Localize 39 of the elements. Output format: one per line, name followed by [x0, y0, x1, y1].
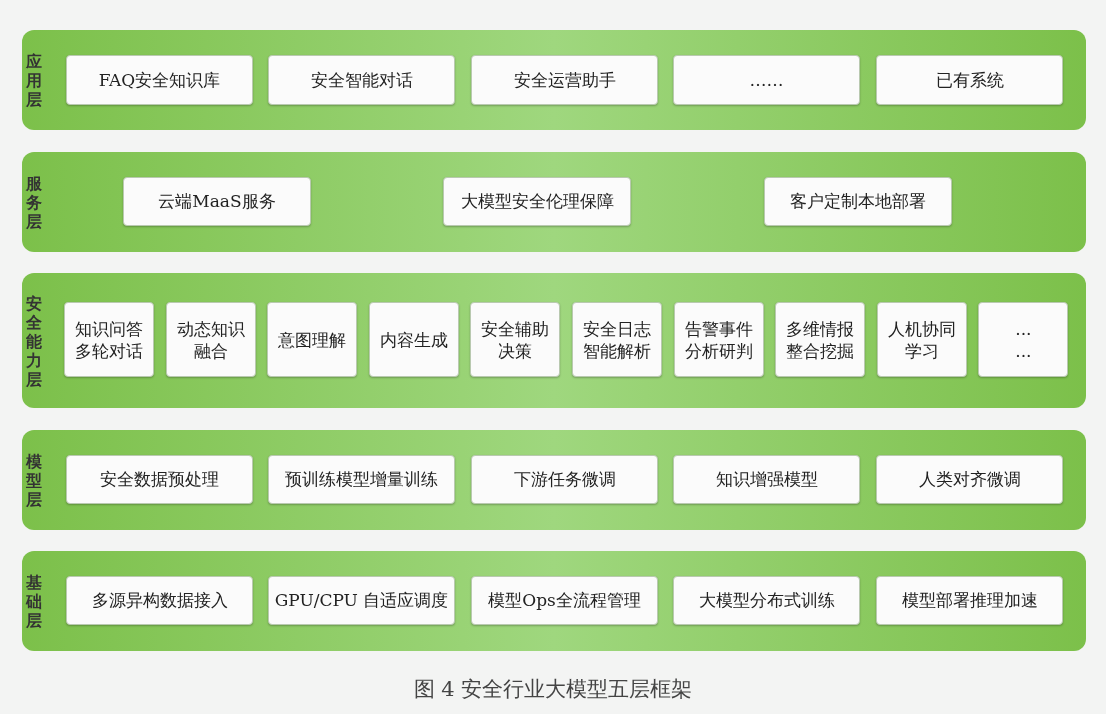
layer-label: 服务层: [25, 173, 42, 231]
module-box: 安全运营助手: [471, 55, 658, 105]
module-box: 人机协同学习: [876, 302, 967, 377]
module-box: 知识问答多轮对话: [64, 302, 154, 377]
module-box: 安全日志智能解析: [572, 302, 662, 377]
module-box: GPU/CPU 自适应调度: [268, 576, 455, 625]
module-box: 模型部署推理加速: [876, 576, 1063, 625]
layer-band: [22, 551, 1086, 651]
module-box: ... ...: [978, 302, 1069, 377]
module-box: 安全数据预处理: [66, 455, 253, 504]
module-box: 已有系统: [876, 55, 1063, 105]
module-box: 告警事件分析研判: [673, 302, 764, 377]
module-box: 人类对齐微调: [876, 455, 1063, 504]
figure-caption: 图 4 安全行业大模型五层框架: [412, 676, 694, 703]
module-box: 云端MaaS服务: [123, 177, 311, 226]
module-box: 安全智能对话: [268, 55, 455, 105]
module-box: 安全辅助决策: [470, 302, 561, 377]
layer-band: [22, 30, 1086, 130]
module-box: 内容生成: [368, 302, 459, 377]
module-box: 多维情报整合挖掘: [775, 302, 866, 377]
module-box: 意图理解: [267, 302, 358, 377]
module-box: 下游任务微调: [471, 455, 658, 504]
module-box: 大模型分布式训练: [673, 576, 860, 625]
module-box: 模型Ops全流程管理: [471, 576, 658, 625]
layer-band: [22, 152, 1086, 252]
module-box: 动态知识融合: [165, 302, 256, 377]
layer-label: 安全能力层: [25, 293, 42, 388]
module-box: ……: [673, 55, 860, 105]
module-box: 知识增强模型: [673, 455, 860, 504]
module-box: FAQ安全知识库: [66, 55, 253, 105]
module-box: 预训练模型增量训练: [268, 455, 455, 504]
layer-band: [22, 430, 1086, 530]
layer-label: 模型层: [25, 451, 42, 509]
module-box: 多源异构数据接入: [66, 576, 253, 625]
module-box: 大模型安全伦理保障: [443, 177, 631, 226]
layer-band: [22, 273, 1086, 408]
layer-label: 基础层: [25, 572, 42, 630]
layer-label: 应用层: [25, 51, 42, 109]
module-box: 客户定制本地部署: [764, 177, 952, 226]
